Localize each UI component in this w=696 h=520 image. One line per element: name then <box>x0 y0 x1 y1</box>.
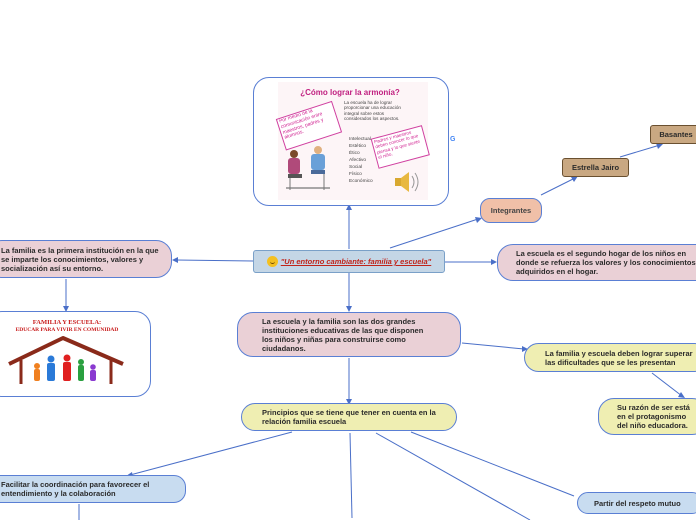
principles-node[interactable]: Principios que se tiene que tener en cue… <box>241 403 457 431</box>
harmony-list-item: Económico <box>349 178 373 184</box>
harmony-list-item: Intelectual <box>349 136 371 142</box>
harmony-list-item: Afectivo <box>349 157 366 163</box>
estrella-jairo-node[interactable]: Estrella Jairo <box>562 158 629 177</box>
family-image-title: FAMILIA Y ESCUELA: <box>33 319 101 326</box>
coordination-node[interactable]: Facilitar la coordinación para favorecer… <box>0 475 186 503</box>
two-institutions-node[interactable]: La escuela y la familia son las dos gran… <box>237 312 461 357</box>
node-text: Su razón de ser está en el protagonismo … <box>617 403 690 430</box>
node-text: Principios que se tiene que tener en cue… <box>262 408 436 426</box>
family-school-image-node[interactable]: FAMILIA Y ESCUELA: EDUCAR PARA VIVIR EN … <box>0 311 151 397</box>
node-text: La familia es la primera institución en … <box>1 245 159 273</box>
harmony-list-item: Ético <box>349 149 360 156</box>
node-text: Estrella Jairo <box>571 163 620 172</box>
mutual-respect-node[interactable]: Partir del respeto mutuo <box>577 492 696 514</box>
google-g-icon: G <box>450 136 456 143</box>
harmony-illustration: ¿Cómo lograr la armonía? Por medio de la… <box>275 82 430 200</box>
central-topic[interactable]: "Un entorno cambiante: familia y escuela… <box>253 250 445 273</box>
family-first-institution-node[interactable]: La familia es la primera institución en … <box>0 240 172 278</box>
smiley-icon <box>266 256 278 267</box>
speaker-icon <box>395 172 419 192</box>
harmony-image-node[interactable]: ¿Cómo lograr la armonía? Por medio de la… <box>253 77 449 206</box>
overcome-difficulties-node[interactable]: La familia y escuela deben lograr supera… <box>524 343 696 372</box>
basantes-node[interactable]: Basantes <box>650 125 696 144</box>
node-text: La escuela y la familia son las dos gran… <box>262 316 424 353</box>
people-figures <box>286 146 330 190</box>
school-second-home-node[interactable]: La escuela es el segundo hogar de los ni… <box>497 244 696 281</box>
harmony-paragraph: La escuela ha de lograr proporcionar una… <box>344 100 401 121</box>
harmony-list-item: Social <box>349 164 362 170</box>
node-text: La familia y escuela deben lograr supera… <box>545 348 693 367</box>
node-text: Facilitar la coordinación para favorecer… <box>1 480 150 498</box>
family-figures <box>34 354 96 381</box>
node-text: Partir del respeto mutuo <box>594 498 681 508</box>
family-image-subtitle: EDUCAR PARA VIVIR EN COMUNIDAD <box>16 327 119 333</box>
central-topic-label: "Un entorno cambiante: familia y escuela… <box>280 257 432 266</box>
integrantes-node[interactable]: Integrantes <box>480 198 542 223</box>
harmony-list-item: Estético <box>349 143 366 149</box>
family-house-illustration: FAMILIA Y ESCUELA: EDUCAR PARA VIVIR EN … <box>8 319 124 384</box>
harmony-list-item: Físico <box>349 171 362 177</box>
harmony-title: ¿Cómo lograr la armonía? <box>300 88 400 97</box>
child-protagonism-node[interactable]: Su razón de ser está en el protagonismo … <box>598 398 696 435</box>
node-text: La escuela es el segundo hogar de los ni… <box>516 249 696 276</box>
node-text: Integrantes <box>490 206 532 215</box>
node-text: Basantes <box>659 130 693 139</box>
